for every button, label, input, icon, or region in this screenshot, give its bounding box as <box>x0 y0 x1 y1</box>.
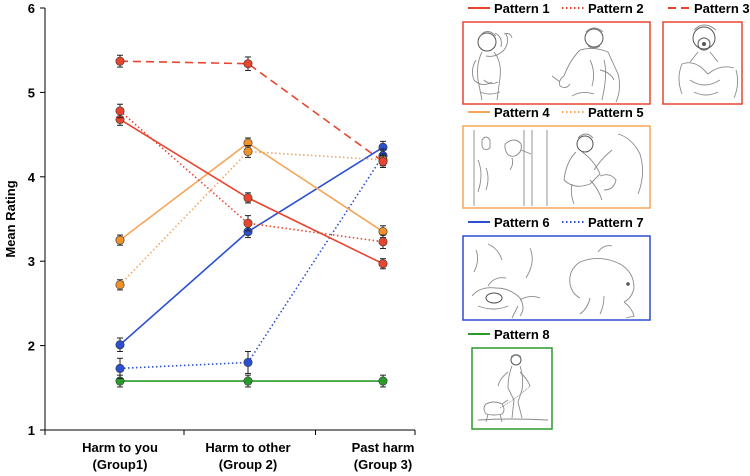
data-point <box>115 280 125 290</box>
y-tick-label: 5 <box>28 85 35 100</box>
y-tick-label: 1 <box>28 423 35 438</box>
legend-label: Pattern 5 <box>588 105 644 120</box>
y-axis-label: Mean Rating <box>3 180 18 257</box>
x-tick-label-group: (Group 2) <box>219 457 278 472</box>
data-point <box>115 106 125 116</box>
y-tick-label: 4 <box>28 170 36 185</box>
legend-label: Pattern 8 <box>494 327 550 342</box>
legend-item-pattern-3: Pattern 3 <box>668 1 750 16</box>
data-point <box>243 59 253 69</box>
y-tick-label: 3 <box>28 254 35 269</box>
illustration-man-with-knife <box>551 27 621 103</box>
x-ticks: Harm to you (Group1) Harm to other (Group 2… <box>44 430 416 472</box>
series-line <box>119 146 384 346</box>
series-pattern-4 <box>115 137 388 246</box>
data-point <box>243 193 253 203</box>
illustration-dog <box>569 245 635 319</box>
legend-item-pattern-8: Pattern 8 <box>468 327 550 342</box>
data-point <box>243 218 253 228</box>
illustration-walking-dog <box>477 354 549 423</box>
legend-label: Pattern 7 <box>588 215 644 230</box>
series-pattern-1 <box>115 113 388 270</box>
x-tick-label: Harm to you <box>82 440 158 455</box>
panel-pattern-3 <box>662 21 743 105</box>
series-group <box>115 54 388 388</box>
legend-item-pattern-6: Pattern 6 <box>468 215 550 230</box>
panel-patterns-1-2 <box>462 21 651 105</box>
x-tick-label-group: (Group 3) <box>354 457 413 472</box>
legend-label: Pattern 6 <box>494 215 550 230</box>
series-pattern-2 <box>115 103 388 250</box>
series-pattern-5 <box>115 145 388 291</box>
panel-frame <box>662 21 743 105</box>
data-point <box>115 340 125 350</box>
data-point <box>115 56 125 66</box>
series-pattern-7 <box>115 148 388 380</box>
legend-item-pattern-5: Pattern 5 <box>562 105 644 120</box>
legend-label: Pattern 1 <box>494 1 550 16</box>
data-point <box>378 376 388 386</box>
data-point <box>378 259 388 269</box>
legend-item-pattern-4: Pattern 4 <box>468 105 550 120</box>
panel-frame <box>462 235 651 321</box>
panel-pattern-8 <box>471 347 553 430</box>
data-point <box>243 146 253 156</box>
illustration-gun-pointed <box>678 24 739 99</box>
x-tick-label-group: (Group1) <box>93 457 148 472</box>
legend-item-pattern-1: Pattern 1 <box>468 1 550 16</box>
series-line <box>119 60 384 163</box>
data-point <box>115 235 125 245</box>
legend: Pattern 1 Pattern 2 Pattern 3 Pattern 4 Patt… <box>468 1 750 342</box>
axes <box>44 8 415 431</box>
legend-item-pattern-7: Pattern 7 <box>562 215 644 230</box>
illustration-woman-fighting <box>471 31 513 101</box>
panel-patterns-4-5 <box>462 125 651 209</box>
y-tick-label: 6 <box>28 1 35 16</box>
data-point <box>378 157 388 167</box>
illustration-hand-at-door <box>473 130 548 206</box>
y-ticks: 1 2 3 4 5 6 <box>28 1 45 438</box>
illustration-person-lying-down <box>471 243 541 319</box>
legend-label: Pattern 3 <box>694 1 750 16</box>
data-point <box>115 363 125 373</box>
legend-item-pattern-2: Pattern 2 <box>562 1 644 16</box>
data-point <box>243 376 253 386</box>
series-pattern-3 <box>115 54 388 169</box>
series-pattern-8 <box>115 374 388 388</box>
legend-label: Pattern 4 <box>494 105 550 120</box>
panel-frame <box>462 125 651 209</box>
series-line <box>119 110 384 243</box>
y-tick-label: 2 <box>28 339 35 354</box>
series-line <box>119 155 384 370</box>
legend-label: Pattern 2 <box>588 1 644 16</box>
illustration-two-people-struggle <box>563 133 643 205</box>
x-tick-label: Past harm <box>352 440 415 455</box>
x-tick-label: Harm to other <box>205 440 290 455</box>
panel-patterns-6-7 <box>462 235 651 321</box>
data-point <box>378 237 388 247</box>
data-point <box>243 357 253 367</box>
